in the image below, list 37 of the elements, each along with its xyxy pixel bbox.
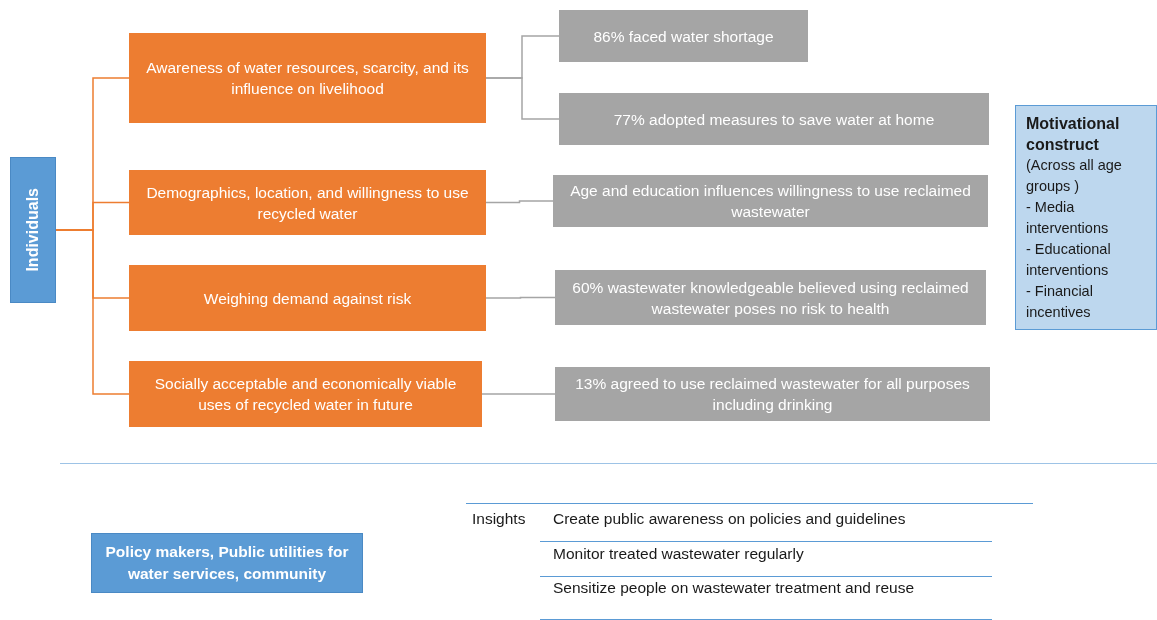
box-text: 77% adopted measures to save water at home — [613, 109, 935, 130]
insight-text: Monitor treated wastewater regularly — [553, 545, 804, 563]
box-text: 86% faced water shortage — [593, 26, 774, 47]
connector-line — [485, 200, 554, 204]
process-box — [129, 265, 486, 331]
box-text: 60% wastewater knowledgeable believed using reclaimed wastewater poses no risk to health — [571, 277, 970, 319]
connector-line — [485, 77, 560, 120]
heading-text: Motivational construct — [1026, 113, 1121, 155]
process-box — [129, 33, 486, 123]
process-box — [129, 170, 486, 235]
side-box — [10, 157, 56, 303]
row-heading: Insights — [472, 510, 526, 528]
note-text: - Media interventions — [1026, 197, 1110, 238]
insight-text: Sensitize people on wastewater treatment and reuse — [553, 579, 915, 597]
connector-line — [481, 393, 556, 395]
note-text: (Across all age groups ) — [1026, 155, 1123, 196]
note-text: - Educational interventions — [1026, 239, 1112, 280]
group-label: Individuals — [24, 188, 42, 272]
note-text: - Financial incentives — [1026, 281, 1094, 322]
box-text: Demographics, location, and willingness to use recycled water — [145, 182, 470, 224]
connector-line — [55, 229, 130, 395]
result-box — [553, 175, 988, 227]
stakeholder-box — [91, 533, 363, 593]
process-box — [129, 361, 482, 427]
box-text: Socially acceptable and economically viable uses of recycled water in future — [153, 374, 458, 415]
box-text: Age and education influences willingness to use reclaimed wastewater — [569, 181, 972, 222]
insight-text: Create public awareness on policies and guidelines — [553, 510, 906, 528]
info-box — [1015, 105, 1157, 330]
result-box — [559, 10, 808, 62]
result-box — [559, 93, 989, 145]
box-text: Policy makers, Public utilities for water services, community — [104, 542, 350, 584]
box-text: Weighing demand against risk — [203, 288, 412, 309]
connector-line — [485, 296, 556, 299]
box-text: Awareness of water resources, scarcity, and its influence on livelihood — [145, 58, 470, 99]
box-text: 13% agreed to use reclaimed wastewater for all purposes including drinking — [574, 374, 971, 415]
result-box — [555, 270, 986, 325]
result-box — [555, 367, 990, 421]
